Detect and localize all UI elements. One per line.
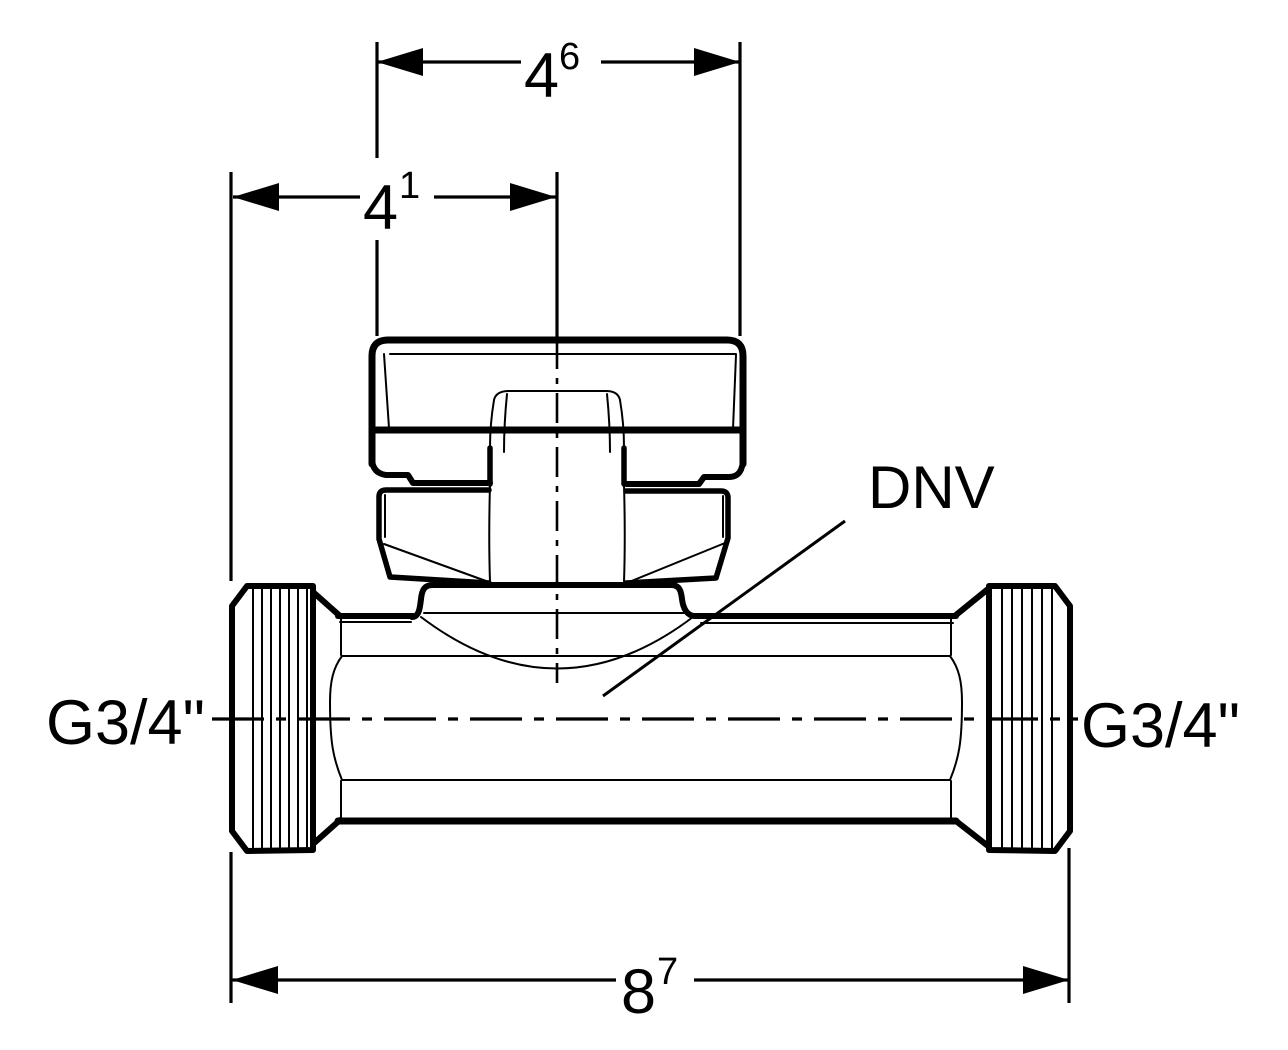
bonnet-flange xyxy=(409,582,698,620)
dimension-value: 4 xyxy=(524,41,559,111)
handle-outline xyxy=(368,336,747,468)
valve-stem xyxy=(487,390,627,583)
dimension-superscript: 1 xyxy=(399,165,420,207)
thread-label-left: G3/4" xyxy=(46,688,205,758)
left-nut-thread-lines xyxy=(252,587,308,850)
stem-left-edge xyxy=(489,399,495,448)
arrowhead-right-icon xyxy=(694,48,740,76)
dimension-value: 4 xyxy=(363,173,398,243)
stem-left-edge xyxy=(488,484,491,583)
valve-body xyxy=(310,582,991,849)
barrel-break-line-right xyxy=(949,655,964,781)
arrowhead-left-icon xyxy=(232,966,278,994)
valve-handle xyxy=(368,336,747,487)
handle-bottom-right xyxy=(623,455,746,487)
part-label-text: DNV xyxy=(868,454,995,521)
dimension-superscript: 7 xyxy=(657,951,678,993)
stem-top-edge xyxy=(493,390,621,401)
arrowhead-left-icon xyxy=(233,183,279,211)
right-union-nut xyxy=(986,583,1073,854)
collar-left-outline xyxy=(376,487,492,586)
dimension-overall-length: 8 7 xyxy=(229,848,1071,1027)
stem-inner-right-line xyxy=(606,393,611,453)
collar-right-cone-line xyxy=(628,542,726,583)
barrel-break-line-left xyxy=(328,655,343,781)
left-nut-outline xyxy=(229,583,316,854)
handle-bottom-left xyxy=(369,455,493,486)
arrowhead-right-icon xyxy=(1023,966,1069,994)
right-cone-top xyxy=(953,586,991,618)
left-cone-top xyxy=(310,589,343,619)
bonnet-collar xyxy=(376,487,731,586)
dimension-handle-width: 4 6 xyxy=(375,36,742,336)
ball-housing-arc xyxy=(420,616,694,670)
stem-right-edge xyxy=(623,484,626,583)
dimension-value: 8 xyxy=(621,957,656,1027)
leader-line xyxy=(602,519,846,698)
arrowhead-right-icon xyxy=(510,183,556,211)
handle-inner-left-line xyxy=(383,353,390,429)
left-union-nut xyxy=(229,583,316,854)
collar-left-cone-line xyxy=(383,543,487,582)
dimension-superscript: 6 xyxy=(559,36,580,78)
handle-inner-right-line xyxy=(732,354,737,430)
left-cone-bottom xyxy=(310,817,343,847)
dimension-left-to-axis: 4 1 xyxy=(229,165,559,581)
stem-inner-left-line xyxy=(503,393,508,453)
centerlines xyxy=(212,339,1078,721)
right-nut-outline xyxy=(986,583,1073,854)
right-nut-thread-lines xyxy=(1001,587,1053,850)
thread-label-right: G3/4" xyxy=(1081,691,1240,761)
collar-right-outline xyxy=(623,488,731,586)
stem-right-edge xyxy=(619,399,625,448)
right-cone-bottom xyxy=(953,818,991,849)
part-label: DNV xyxy=(602,454,995,698)
arrowhead-left-icon xyxy=(377,48,423,76)
